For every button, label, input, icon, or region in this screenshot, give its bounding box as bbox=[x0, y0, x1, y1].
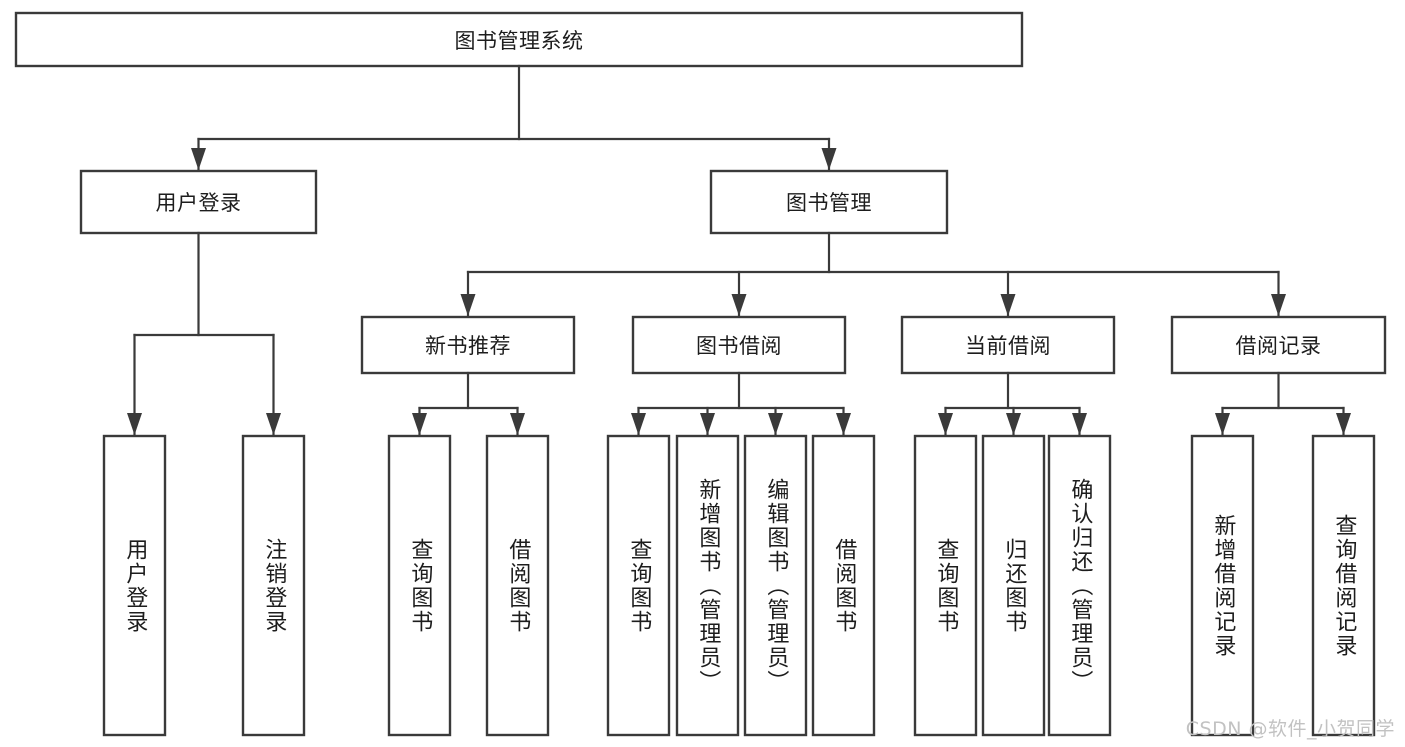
arrow-head-icon bbox=[1336, 413, 1351, 435]
arrow-head-icon bbox=[1271, 294, 1286, 316]
arrow-head-icon bbox=[731, 294, 747, 316]
leaf-node-box-4[interactable] bbox=[606, 434, 671, 737]
arrow-head-icon bbox=[631, 413, 646, 435]
leaf-node-box-1[interactable] bbox=[241, 434, 306, 737]
leaf-node-box-5[interactable] bbox=[675, 434, 740, 737]
leaf-node-box-2[interactable] bbox=[387, 434, 452, 737]
level3-node-box-3[interactable] bbox=[1170, 315, 1387, 375]
level3-node-box-0[interactable] bbox=[360, 315, 576, 375]
arrow-head-icon bbox=[836, 413, 851, 435]
node-boxes-group bbox=[14, 11, 1387, 737]
arrow-head-icon bbox=[412, 413, 427, 435]
level3-node-box-1[interactable] bbox=[631, 315, 847, 375]
leaf-node-box-7[interactable] bbox=[811, 434, 876, 737]
arrow-head-icon bbox=[127, 413, 142, 435]
level3-node-box-2[interactable] bbox=[900, 315, 1116, 375]
leaf-node-box-6[interactable] bbox=[743, 434, 808, 737]
level2-node-box-0[interactable] bbox=[79, 169, 318, 235]
arrow-head-icon bbox=[938, 413, 953, 435]
leaf-node-box-0[interactable] bbox=[102, 434, 167, 737]
arrow-head-icon bbox=[1072, 413, 1087, 435]
leaf-node-box-12[interactable] bbox=[1311, 434, 1376, 737]
leaf-node-box-9[interactable] bbox=[981, 434, 1046, 737]
connectors-group bbox=[127, 64, 1351, 436]
arrow-head-icon bbox=[460, 294, 476, 316]
leaf-node-box-11[interactable] bbox=[1190, 434, 1255, 737]
leaf-node-box-10[interactable] bbox=[1047, 434, 1112, 737]
arrow-head-icon bbox=[510, 413, 525, 435]
arrow-head-icon bbox=[768, 413, 783, 435]
level2-node-box-1[interactable] bbox=[709, 169, 949, 235]
arrow-head-icon bbox=[1006, 413, 1021, 435]
leaf-node-box-3[interactable] bbox=[485, 434, 550, 737]
arrow-head-icon bbox=[1000, 294, 1016, 316]
arrow-head-icon bbox=[700, 413, 715, 435]
leaf-node-box-8[interactable] bbox=[913, 434, 978, 737]
arrow-head-icon bbox=[266, 413, 281, 435]
arrow-head-icon bbox=[821, 148, 837, 170]
root-node-box[interactable] bbox=[14, 11, 1024, 68]
watermark-text: CSDN @软件_小贺同学 bbox=[1185, 718, 1395, 740]
arrow-head-icon bbox=[191, 148, 206, 170]
arrow-head-icon bbox=[1215, 413, 1230, 435]
